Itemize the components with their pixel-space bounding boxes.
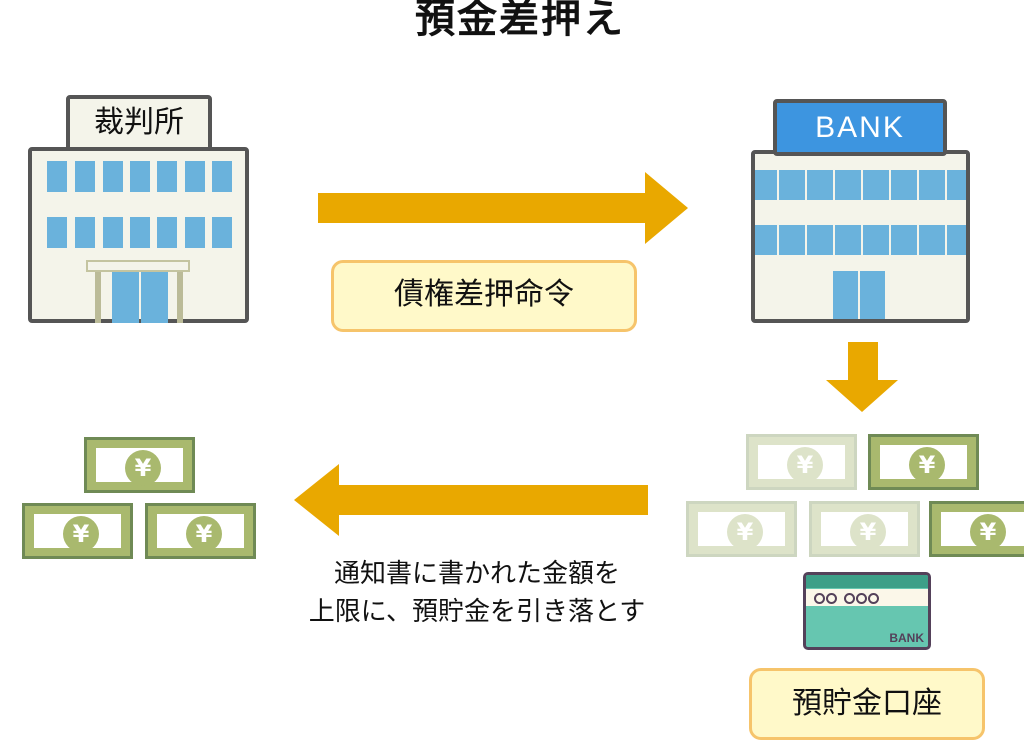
bank-sign: BANK: [773, 99, 947, 156]
court-sign: 裁判所: [66, 95, 212, 151]
description-line-2: 上限に、預貯金を引き落とす: [308, 597, 646, 627]
yen-bill-icon: ¥: [929, 501, 1024, 557]
yen-bill-icon: ¥: [809, 501, 920, 557]
bank-card-icon: BANK: [803, 572, 931, 650]
yen-bill-icon: ¥: [84, 437, 195, 493]
yen-bill-icon: ¥: [686, 501, 797, 557]
yen-bill-icon: ¥: [746, 434, 857, 490]
order-label: 債権差押命令: [331, 260, 637, 332]
account-label: 預貯金口座: [749, 668, 985, 740]
card-number-dots: [806, 589, 928, 606]
yen-bill-icon: ¥: [868, 434, 979, 490]
description-line-1: 通知書に書かれた金額を: [333, 559, 620, 589]
card-brand: BANK: [889, 631, 924, 645]
yen-bill-icon: ¥: [22, 503, 133, 559]
yen-bill-icon: ¥: [145, 503, 256, 559]
page-title: 預金差押え: [415, 0, 625, 42]
